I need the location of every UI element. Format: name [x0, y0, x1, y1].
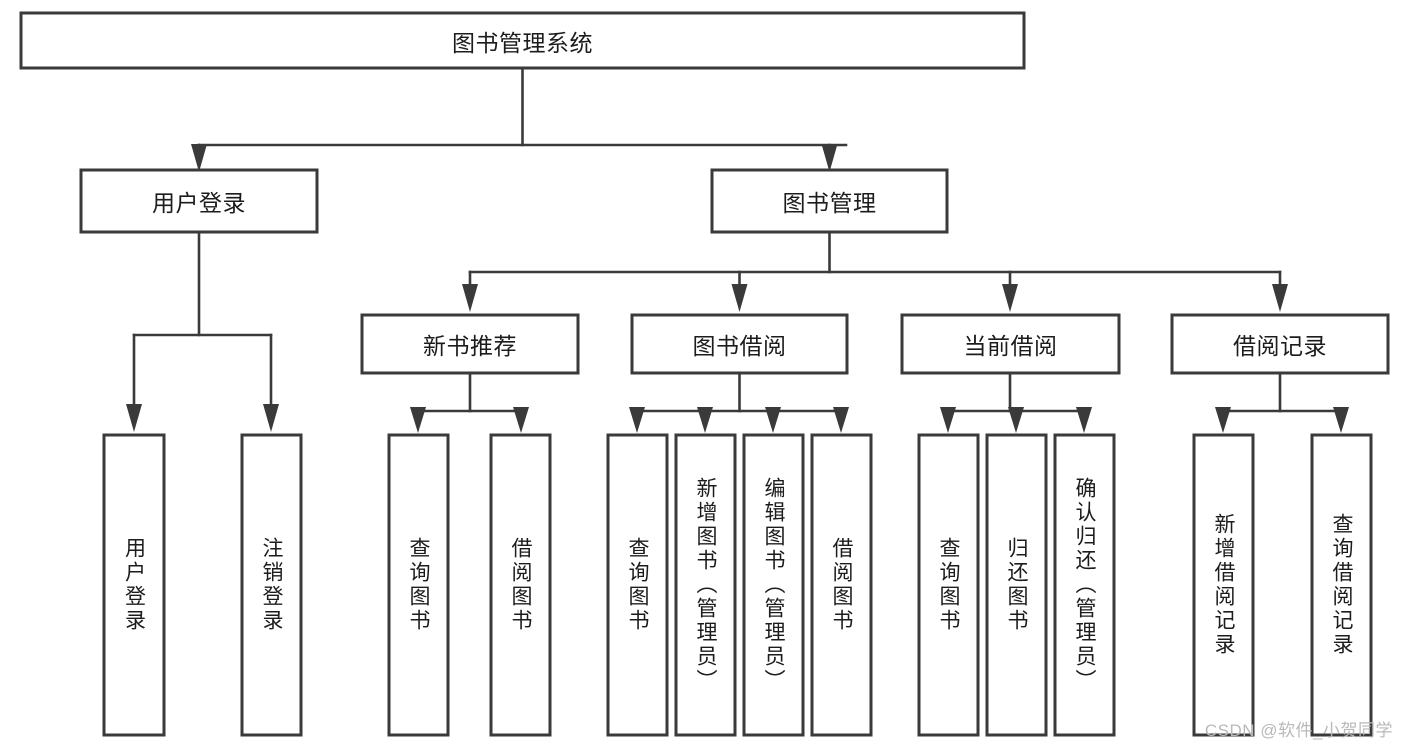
node-box-book-borrow[interactable]: [630, 313, 849, 375]
connector-group-user-login: [126, 230, 279, 432]
connector-group-borrow-record: [1215, 371, 1349, 433]
node-box-leaf-current-borrow-0[interactable]: [917, 433, 980, 737]
node-box-leaf-current-borrow-2[interactable]: [1053, 433, 1116, 737]
node-box-leaf-borrow-record-0[interactable]: [1192, 433, 1255, 737]
node-box-leaf-user-login-0[interactable]: [102, 433, 166, 737]
node-box-leaf-book-borrow-1[interactable]: [674, 433, 737, 737]
node-box-leaf-new-book-1[interactable]: [489, 433, 552, 737]
connector-group-book-manage: [462, 230, 1288, 312]
node-box-leaf-book-borrow-2[interactable]: [742, 433, 805, 737]
node-box-borrow-record[interactable]: [1170, 313, 1390, 375]
connector-group-current-borrow: [940, 371, 1092, 433]
node-box-current-borrow[interactable]: [900, 313, 1121, 375]
node-box-leaf-new-book-0[interactable]: [387, 433, 450, 737]
node-box-leaf-borrow-record-1[interactable]: [1310, 433, 1373, 737]
node-box-user-login[interactable]: [79, 168, 319, 234]
node-box-new-book-recommend[interactable]: [360, 313, 580, 375]
connector-group-root: [191, 66, 848, 172]
node-box-book-manage[interactable]: [710, 168, 949, 234]
node-box-leaf-book-borrow-0[interactable]: [606, 433, 669, 737]
node-box-root[interactable]: [19, 11, 1026, 70]
node-box-leaf-user-login-1[interactable]: [240, 433, 303, 737]
connector-group-book-borrow: [629, 371, 849, 433]
connector-group-new-book: [410, 371, 529, 433]
node-box-leaf-book-borrow-3[interactable]: [810, 433, 873, 737]
node-box-leaf-current-borrow-1[interactable]: [985, 433, 1048, 737]
